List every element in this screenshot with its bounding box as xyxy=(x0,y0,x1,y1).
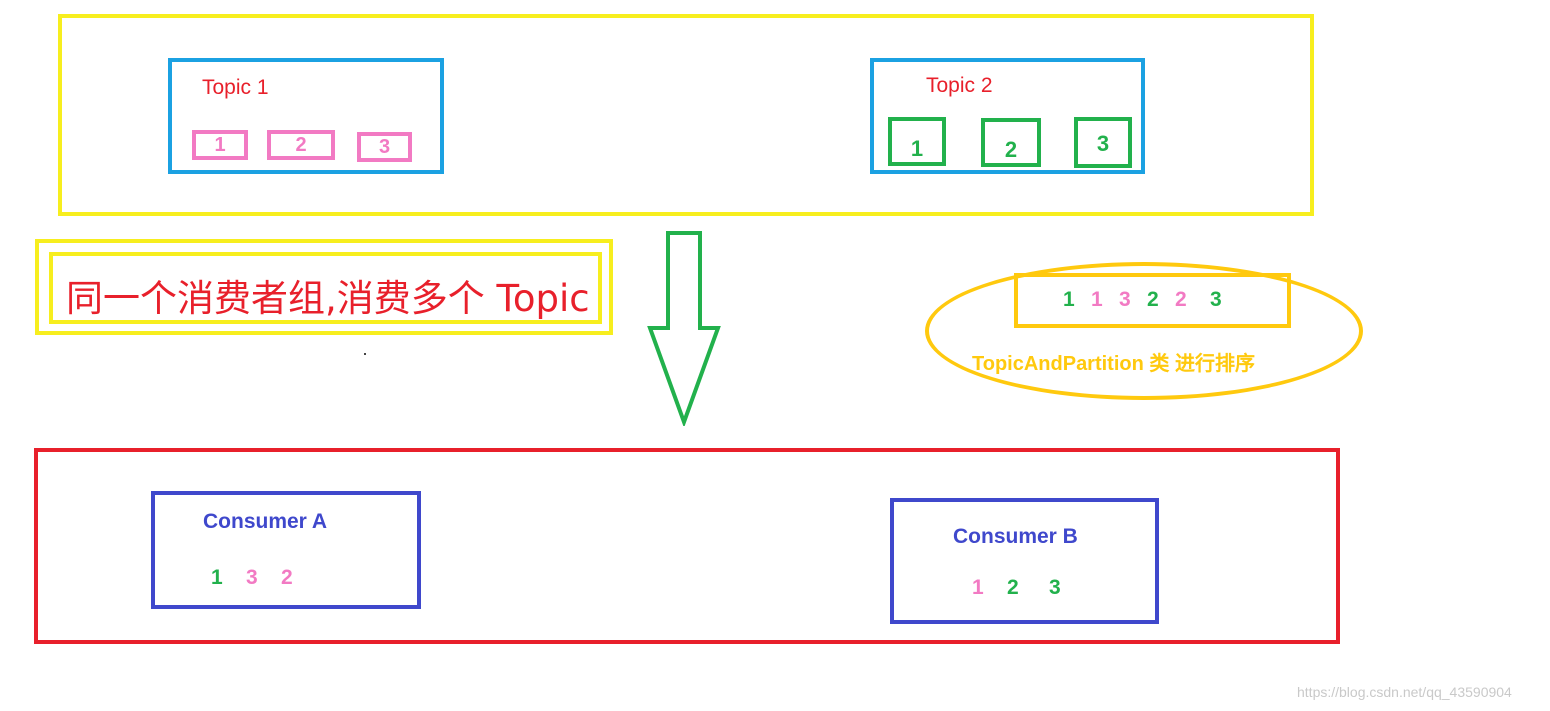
stray-dot xyxy=(364,353,366,355)
caption-outer-frame xyxy=(35,239,613,335)
topic-2-partition-3: 3 xyxy=(1074,117,1132,168)
topic-1-partition-1: 1 xyxy=(192,130,248,160)
sorted-item: 3 xyxy=(1210,288,1222,311)
topic-1-partition-2: 2 xyxy=(267,130,335,160)
kafka-topics-container xyxy=(58,14,1314,216)
caption-text: 同一个消费者组,消费多个 Topic xyxy=(66,277,590,320)
consumer-a-title: Consumer A xyxy=(203,510,328,533)
consumer-group-container xyxy=(34,448,1340,644)
consumer-a-box xyxy=(151,491,421,609)
consumer-b-partition: 1 xyxy=(972,576,984,599)
sorted-item: 3 xyxy=(1119,288,1131,311)
sorted-item: 1 xyxy=(1091,288,1103,311)
sorting-ellipse xyxy=(925,262,1363,400)
topic-2-title: Topic 2 xyxy=(926,74,993,97)
sorted-item: 2 xyxy=(1175,288,1187,311)
topic-2-partition-1: 1 xyxy=(888,117,946,166)
topic-1-box xyxy=(168,58,444,174)
sorting-label: TopicAndPartition 类 进行排序 xyxy=(972,353,1255,375)
consumer-a-partition: 3 xyxy=(246,566,258,589)
consumer-b-partition: 3 xyxy=(1049,576,1061,599)
consumer-b-partition: 2 xyxy=(1007,576,1019,599)
watermark: https://blog.csdn.net/qq_43590904 xyxy=(1297,684,1512,700)
down-arrow-icon xyxy=(647,231,721,426)
consumer-a-partition: 2 xyxy=(281,566,293,589)
topic-1-title: Topic 1 xyxy=(202,76,269,99)
topic-2-partition-2: 2 xyxy=(981,118,1041,167)
sorted-item: 1 xyxy=(1063,288,1075,311)
topic-1-partition-3: 3 xyxy=(357,132,412,162)
consumer-b-title: Consumer B xyxy=(953,525,1078,548)
sorted-item: 2 xyxy=(1147,288,1159,311)
caption-inner-frame xyxy=(49,252,602,324)
consumer-a-partition: 1 xyxy=(211,566,223,589)
sorted-sequence-box xyxy=(1014,273,1291,328)
topic-2-box xyxy=(870,58,1145,174)
consumer-b-box xyxy=(890,498,1159,624)
